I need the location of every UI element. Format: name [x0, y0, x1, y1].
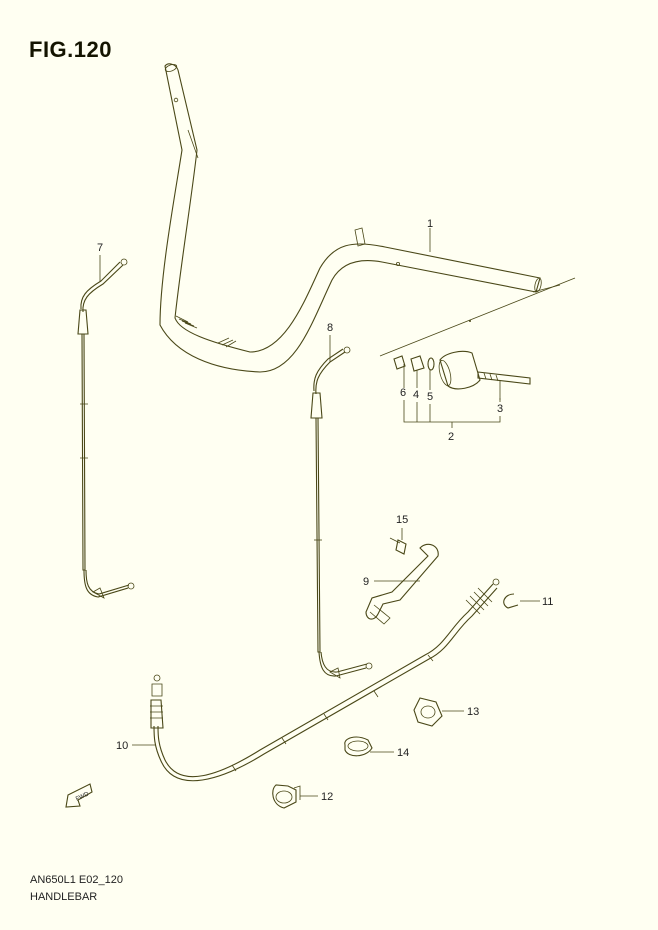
switch-bracket [365, 537, 439, 625]
callout-4: 4 [413, 389, 419, 401]
handlebar [159, 63, 576, 373]
callout-11: 11 [542, 596, 553, 608]
callout-14: 14 [397, 747, 409, 759]
washer-part-5 [427, 357, 435, 371]
figure-title: FIG.120 [29, 37, 112, 62]
figure-name: HANDLEBAR [30, 891, 98, 903]
callout-12: 12 [321, 791, 333, 803]
clamp-part-14 [344, 736, 373, 757]
nut-part-6 [393, 355, 406, 370]
callout-3: 3 [497, 403, 503, 415]
callout-9: 9 [363, 576, 369, 588]
leader-lines [99, 228, 540, 797]
bar-end-weight-assembly [393, 350, 531, 428]
callout-7: 7 [97, 242, 103, 254]
callout-1: 1 [427, 218, 433, 230]
clamp-part-13 [413, 697, 443, 727]
callout-numbers: 1 2 3 4 5 6 7 8 9 10 11 12 13 14 15 [97, 218, 553, 803]
clutch-cable [77, 258, 135, 599]
weight-part-2 [439, 350, 481, 390]
callout-6: 6 [400, 387, 406, 399]
rubber-part-4 [410, 355, 425, 372]
fwd-label: FWD [75, 791, 91, 802]
callout-10: 10 [116, 740, 128, 752]
clamp-part-12 [272, 784, 301, 809]
callout-15: 15 [396, 514, 408, 526]
center-cable [310, 346, 373, 679]
callout-5: 5 [427, 391, 433, 403]
callout-8: 8 [327, 322, 333, 334]
callout-2: 2 [448, 431, 454, 443]
bolt-part-3 [477, 371, 531, 385]
callout-13: 13 [467, 706, 479, 718]
long-cable [150, 578, 500, 782]
screw-part-15 [395, 539, 407, 555]
clip-part-11 [503, 593, 519, 609]
model-code: AN650L1 E02_120 [30, 874, 123, 886]
fwd-arrow-icon: FWD [65, 783, 93, 808]
